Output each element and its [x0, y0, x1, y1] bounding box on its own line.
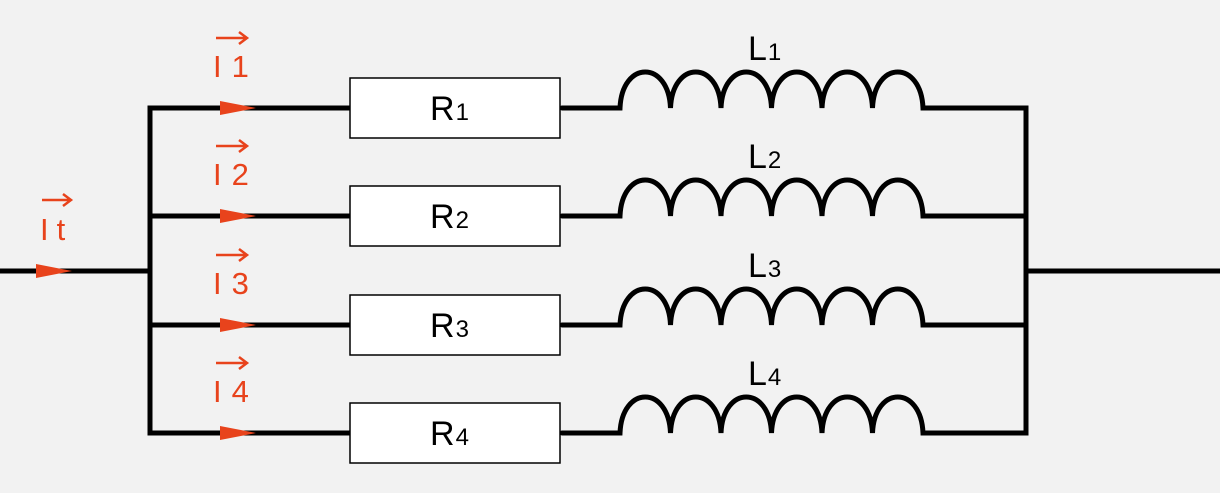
resistor-1-label: R1: [430, 90, 469, 128]
resistor-1-symbol: R: [430, 90, 455, 128]
inductor-1-symbol: L: [748, 30, 767, 68]
inductor-1-coil: [559, 69, 1029, 111]
branch-2-current-arrow-icon: [220, 209, 256, 223]
resistor-2-label: R2: [430, 198, 469, 236]
resistor-4: [349, 402, 561, 464]
total-current-symbol: I: [40, 212, 49, 247]
resistor-3-symbol: R: [430, 307, 455, 345]
resistor-2: [349, 185, 561, 247]
resistor-3-label: R3: [430, 307, 469, 345]
resistor-4-symbol: R: [430, 415, 455, 453]
inductor-2-label: L2: [748, 138, 781, 176]
branch-4-current-arrow-icon: [220, 426, 256, 440]
branch-2-current-vector-arrow-icon: [216, 139, 250, 153]
branch-3-current-subscript: 3: [232, 266, 249, 301]
branch-3-current-vector-arrow-icon: [216, 248, 250, 262]
inductor-3-subscript: 3: [768, 256, 781, 283]
inductor-3-label: L3: [748, 247, 781, 285]
total-current-vector-arrow-icon: [42, 193, 74, 207]
branch-1-current-vector-arrow-icon: [216, 31, 250, 45]
inductor-1-subscript: 1: [768, 39, 781, 66]
branch-3-current-symbol: I: [213, 266, 222, 301]
branch-4-current-vector-arrow-icon: [216, 356, 250, 370]
wires: [0, 105, 1220, 436]
resistor-2-subscript: 2: [456, 207, 469, 234]
inductor-2-coil: [559, 177, 1029, 219]
resistor-3: [349, 294, 561, 356]
inductor-2-subscript: 2: [768, 147, 781, 174]
branch-4-current-subscript: 4: [232, 374, 249, 409]
inductor-1-label: L1: [748, 30, 781, 68]
branch-1-current-subscript: 1: [232, 49, 249, 84]
total-current-subscript: t: [57, 212, 66, 247]
branch-3-current-arrow-icon: [220, 318, 256, 332]
resistor-2-symbol: R: [430, 198, 455, 236]
resistor-3-subscript: 3: [456, 316, 469, 343]
branch-4-current-symbol: I: [213, 374, 222, 409]
resistor-1-subscript: 1: [456, 99, 469, 126]
branch-1-current-symbol: I: [213, 49, 222, 84]
inductor-4-coil: [559, 394, 1029, 436]
inductor-3-symbol: L: [748, 247, 767, 285]
inductor-4-symbol: L: [748, 355, 767, 393]
inductor-4-label: L4: [748, 355, 781, 393]
resistor-4-subscript: 4: [456, 424, 469, 451]
inductor-3-coil: [559, 286, 1029, 328]
total-current-arrow-icon: [36, 264, 72, 278]
inductor-2-symbol: L: [748, 138, 767, 176]
branch-2-current-symbol: I: [213, 157, 222, 192]
branch-2-current-subscript: 2: [232, 157, 249, 192]
resistor-1: [349, 77, 561, 139]
inductor-4-subscript: 4: [768, 364, 781, 391]
branch-1-current-arrow-icon: [220, 101, 256, 115]
resistor-4-label: R4: [430, 415, 469, 453]
